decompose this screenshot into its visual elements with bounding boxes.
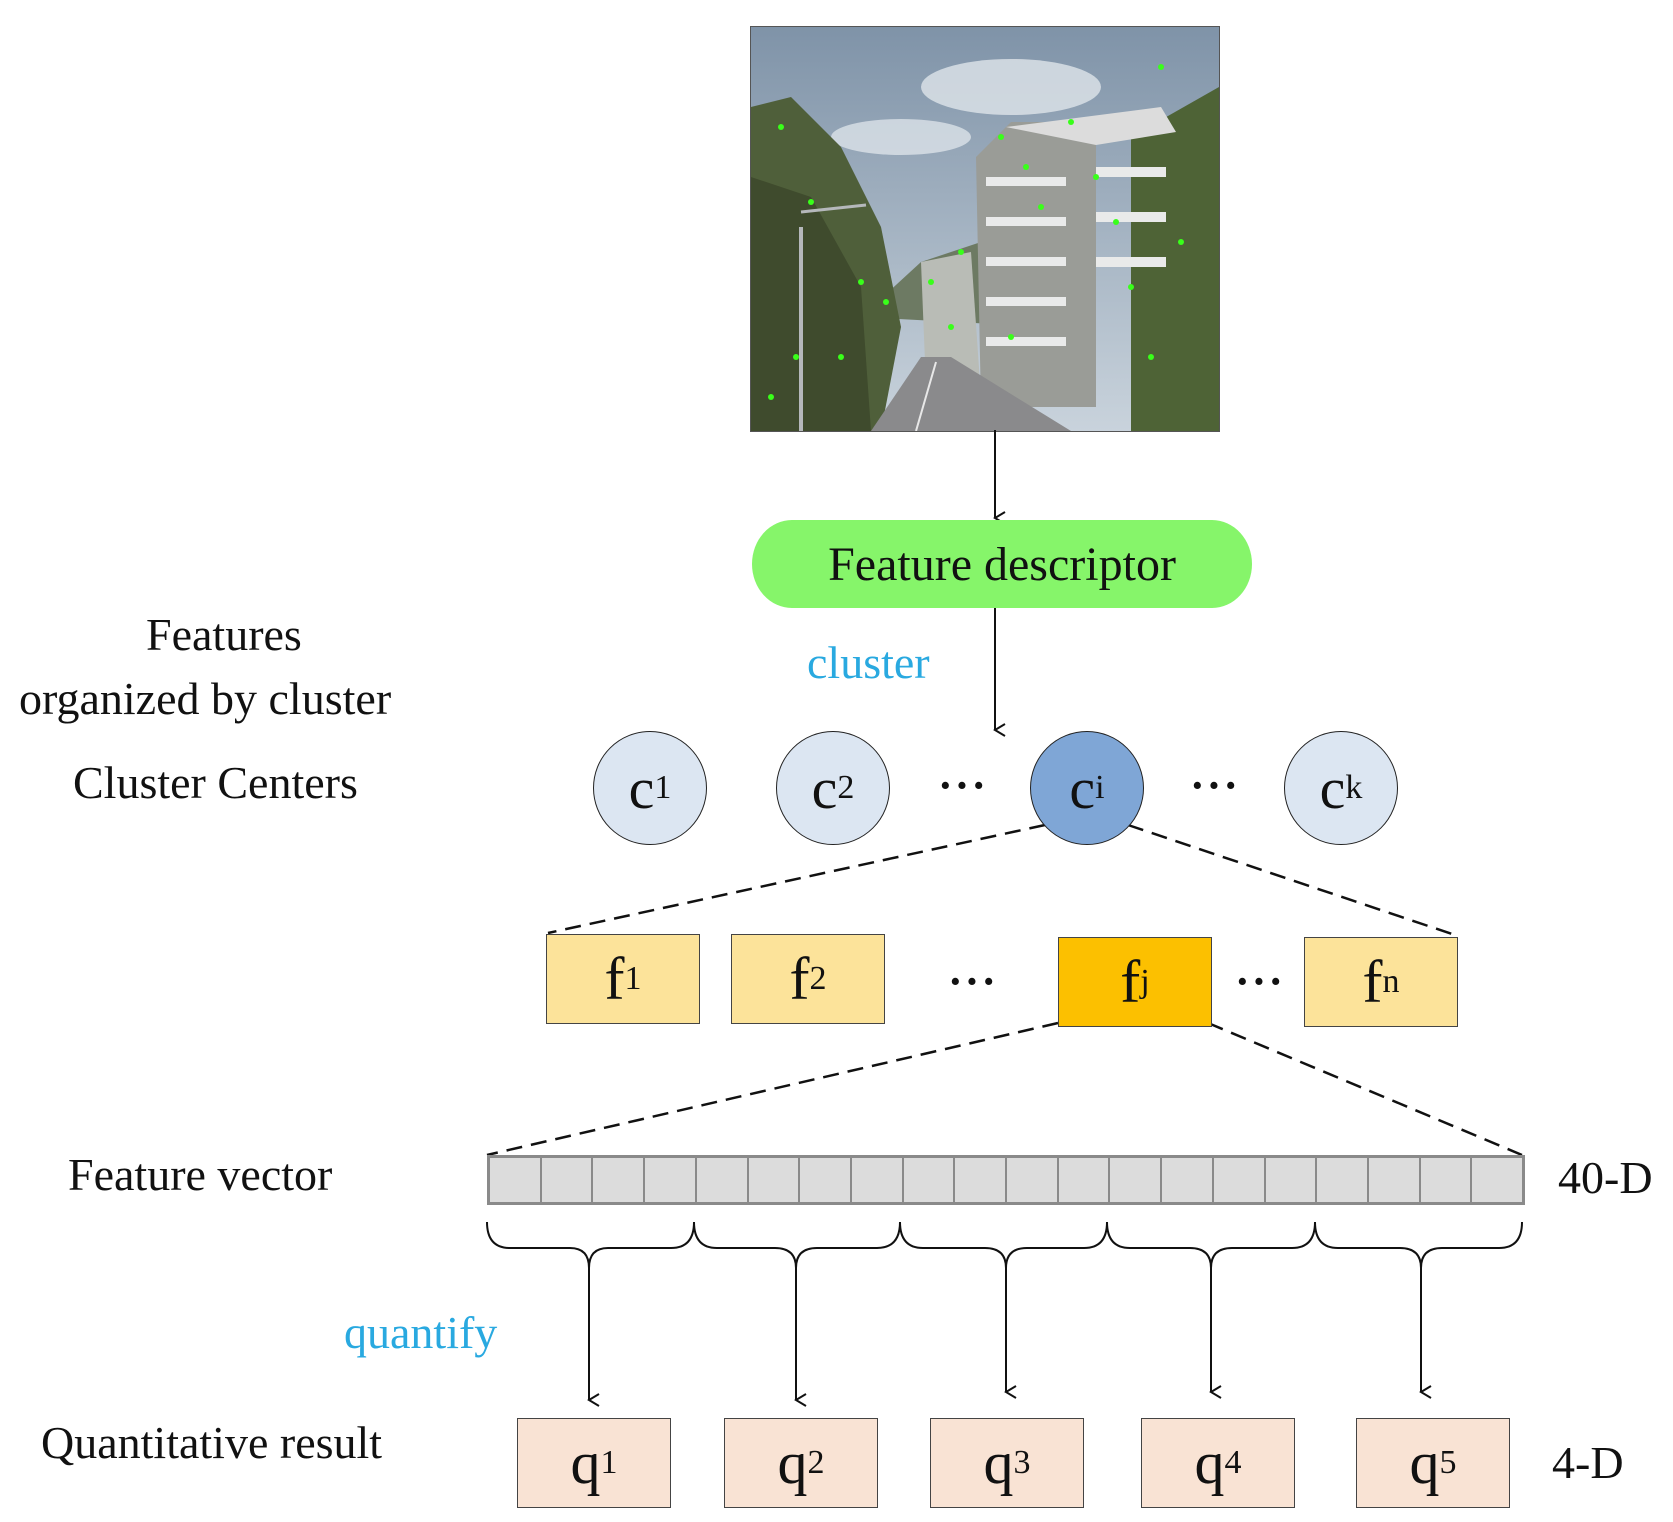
feature-f2-sub: 2	[809, 960, 827, 997]
vector-cell	[1472, 1158, 1523, 1202]
cluster-c1-base: c	[628, 755, 655, 821]
feature-f2-base: f	[789, 945, 810, 1012]
dashed-fj-right	[1207, 1021, 1523, 1157]
features-label-line1: Features	[146, 609, 302, 660]
cluster-ci-sub: i	[1095, 769, 1105, 806]
cluster-c2-base: c	[811, 755, 838, 821]
cluster-ellipsis-2: ···	[1190, 761, 1241, 810]
cluster-ck-base: c	[1319, 755, 1346, 821]
vector-cell	[1265, 1158, 1318, 1202]
dashed-ci-left	[547, 823, 1046, 935]
vector-cell	[1368, 1158, 1421, 1202]
quantized-q5-base: q	[1409, 1429, 1440, 1496]
vector-cell	[800, 1158, 852, 1202]
feature-vector-bar	[487, 1155, 1525, 1205]
feature-fn-base: f	[1362, 948, 1383, 1015]
feature-descriptor-label: Feature descriptor	[828, 537, 1176, 591]
vector-cell	[593, 1158, 646, 1202]
quantitative-result-label: Quantitative result	[41, 1417, 383, 1468]
vector-cell	[645, 1158, 697, 1202]
vector-cell	[955, 1158, 1008, 1202]
quantify-edge-label: quantify	[344, 1307, 498, 1358]
feature-ellipsis-1: ···	[948, 957, 999, 1006]
vector-cell	[490, 1158, 542, 1202]
vector-cell	[1213, 1158, 1266, 1202]
vector-cell	[1058, 1158, 1111, 1202]
vector-cell	[1110, 1158, 1163, 1202]
quantized-q3-base: q	[983, 1429, 1014, 1496]
street-photo-drawing	[751, 27, 1219, 431]
quantized-q4-base: q	[1194, 1429, 1225, 1496]
street-view-image	[750, 26, 1220, 432]
dashed-fj-left	[486, 1021, 1059, 1157]
cluster-ellipsis-1: ···	[938, 761, 989, 810]
quantized-q3-sub: 3	[1013, 1444, 1031, 1481]
dim-4d-label: 4-D	[1552, 1437, 1624, 1488]
vector-cell	[1317, 1158, 1369, 1202]
quantized-q4-sub: 4	[1224, 1444, 1242, 1481]
quantized-q1-sub: 1	[600, 1444, 618, 1481]
dashed-ci-right	[1127, 823, 1456, 937]
feature-fj-sub: j	[1140, 963, 1150, 1000]
vector-cell	[851, 1158, 904, 1202]
quantized-q2-sub: 2	[807, 1444, 825, 1481]
quantized-q2-base: q	[777, 1429, 808, 1496]
vector-cell	[903, 1158, 956, 1202]
cluster-centers-label: Cluster Centers	[73, 757, 358, 808]
features-label-line2: organized by cluster	[19, 673, 392, 724]
vector-cell	[696, 1158, 749, 1202]
vector-cell	[1420, 1158, 1473, 1202]
quantized-q1-base: q	[570, 1429, 601, 1496]
braces	[486, 1221, 1523, 1269]
vector-cell	[748, 1158, 801, 1202]
cluster-c1-sub: 1	[654, 769, 672, 806]
cluster-c2-sub: 2	[837, 769, 855, 806]
feature-f1-base: f	[604, 945, 625, 1012]
feature-fn-sub: n	[1382, 963, 1400, 1000]
feature-fj-base: f	[1120, 948, 1141, 1015]
cluster-ci-base: c	[1069, 755, 1096, 821]
feature-f1-sub: 1	[624, 960, 642, 997]
cluster-edge-label: cluster	[807, 637, 930, 688]
feature-vector-label: Feature vector	[68, 1149, 333, 1200]
vector-cell	[1162, 1158, 1214, 1202]
dim-40d-label: 40-D	[1558, 1152, 1653, 1203]
feature-descriptor-node: Feature descriptor	[752, 520, 1252, 608]
feature-ellipsis-2: ···	[1235, 957, 1286, 1006]
quantized-q5-sub: 5	[1439, 1444, 1457, 1481]
vector-cell	[1007, 1158, 1059, 1202]
vector-cell	[541, 1158, 594, 1202]
cluster-ck-sub: k	[1345, 769, 1363, 806]
